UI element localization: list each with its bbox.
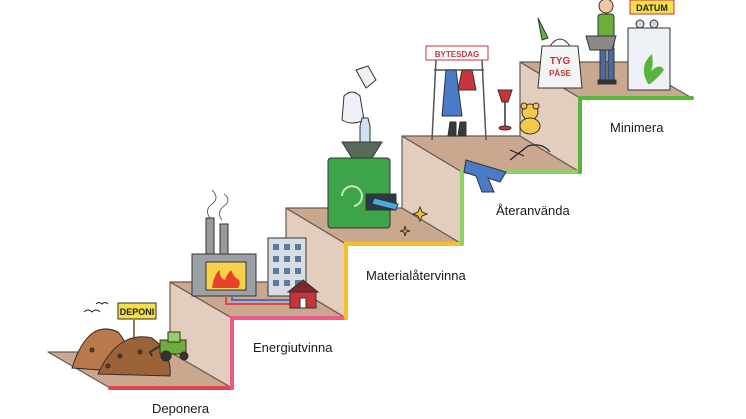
recycling-symbol-icon [341, 185, 363, 207]
plant-icon [643, 54, 664, 84]
step-label-ateranvanda: Återanvända [496, 203, 570, 218]
recycling-illustration [327, 65, 429, 237]
band-ateranvanda [460, 170, 582, 246]
step-label-materialatervinna: Materialåtervinna [366, 268, 466, 283]
pase-bag-text: PÅSE [549, 69, 571, 78]
teddy-bear-icon [519, 102, 541, 135]
band-energiutvinna [230, 316, 348, 390]
bag-icon [355, 65, 377, 89]
recycling-machine [327, 157, 391, 229]
step-label-minimera: Minimera [610, 120, 664, 135]
step-label-energiutvinna: Energiutvinna [253, 340, 333, 355]
step-label-deponera: Deponera [152, 401, 210, 416]
tractor-icon [148, 331, 189, 362]
reuse-illustration [425, 45, 551, 193]
deponi-sign [117, 302, 157, 320]
energy-illustration [191, 189, 320, 309]
sparkle-icon [411, 205, 429, 223]
basket-icon [585, 35, 617, 51]
coat-icon [441, 69, 463, 117]
landfill-mound-right [97, 336, 171, 377]
tyg-bag-text: TYG [550, 56, 571, 67]
band-materialatervinna [344, 242, 464, 320]
jeans-icon [463, 159, 507, 193]
plastic-bag-icon [341, 91, 365, 124]
datum-sign [629, 0, 675, 15]
band-minimera [578, 96, 694, 174]
shirt-icon [457, 69, 477, 91]
birds-icon [83, 302, 109, 313]
deponi-sign-text: DEPONI [120, 307, 155, 317]
scissors-icon [509, 144, 551, 161]
boots-icon [447, 121, 467, 137]
fire-icon [212, 270, 240, 288]
cloth-bag-icon [537, 45, 583, 89]
bottle-icon [359, 117, 371, 143]
landfill-illustration [71, 302, 189, 377]
minimize-illustration [537, 0, 675, 91]
house-icon [286, 279, 320, 309]
bytesdag-sign [425, 45, 489, 61]
smoke-icon [206, 189, 229, 221]
edge-bands [108, 96, 694, 390]
lamp-icon [497, 89, 513, 131]
bytesdag-sign-text: BYTESDAG [435, 50, 479, 59]
datum-sign-text: DATUM [636, 3, 668, 13]
